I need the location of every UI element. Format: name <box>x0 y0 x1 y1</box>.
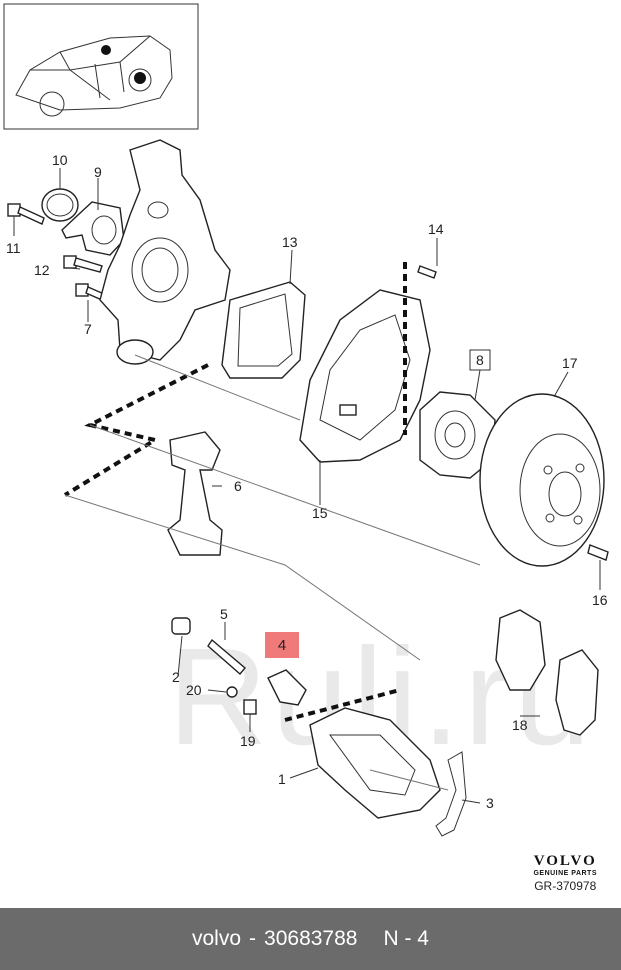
callout-6: 6 <box>234 478 242 494</box>
footer-bar: volvo - 30683788 N - 4 <box>0 908 621 970</box>
brand-block: VOLVO GENUINE PARTS GR-370978 <box>533 853 597 893</box>
highlighted-callout-label: 4 <box>277 636 287 654</box>
callout-18: 18 <box>512 717 528 733</box>
vehicle-thumbnail <box>3 3 199 130</box>
callout-5: 5 <box>220 606 228 622</box>
callout-14: 14 <box>428 221 444 237</box>
callout-16: 16 <box>592 592 608 608</box>
callout-12: 12 <box>34 262 50 278</box>
footer-separator: - <box>249 927 257 950</box>
callout-15: 15 <box>312 505 328 521</box>
callout-11: 11 <box>6 240 21 256</box>
brand-tagline: GENUINE PARTS <box>533 870 597 877</box>
callout-7: 7 <box>84 321 92 337</box>
callout-19: 19 <box>240 733 256 749</box>
footer-part-number: 30683788 <box>264 927 358 950</box>
callout-8: 8 <box>476 352 484 368</box>
highlighted-callout-4[interactable]: 4 <box>265 632 299 658</box>
footer-make: volvo <box>192 927 242 950</box>
callout-9: 9 <box>94 164 102 180</box>
callout-2: 2 <box>172 669 180 685</box>
diagram-code: GR-370978 <box>534 879 597 893</box>
callout-20: 20 <box>186 682 202 698</box>
footer-callout-ref: N - 4 <box>383 927 429 950</box>
callout-13: 13 <box>282 234 298 250</box>
bolt-11 <box>7 203 45 225</box>
callout-17: 17 <box>562 355 578 371</box>
callout-3: 3 <box>486 795 494 811</box>
volvo-logo: VOLVO <box>533 853 597 869</box>
bolt-7 <box>75 283 105 301</box>
callout-1: 1 <box>278 771 286 787</box>
callout-10: 10 <box>52 152 68 168</box>
exploded-parts-diagram: 10 9 11 12 7 13 14 8 17 6 15 16 5 2 20 1… <box>3 3 609 837</box>
bolt-12 <box>63 255 103 273</box>
